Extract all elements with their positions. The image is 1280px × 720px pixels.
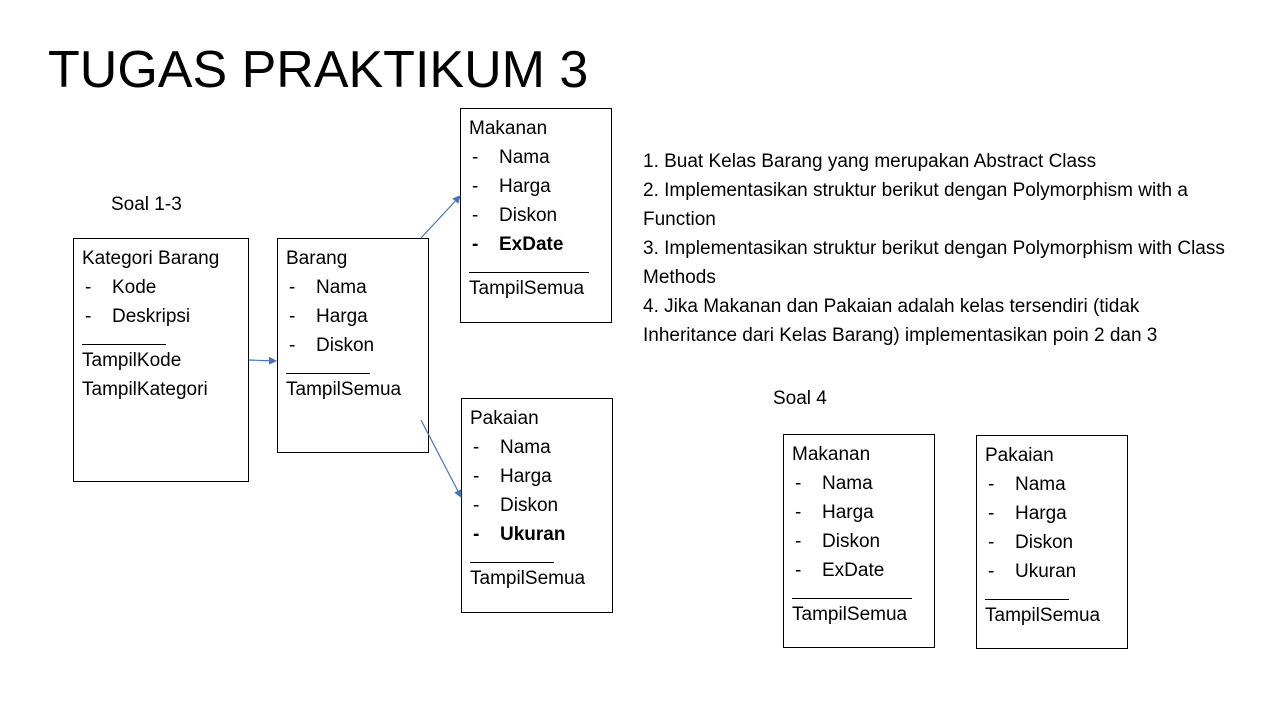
attribute-item: Kode bbox=[82, 273, 240, 302]
separator-line bbox=[470, 562, 554, 563]
class-box-makanan-standalone: Makanan Nama Harga Diskon ExDate TampilS… bbox=[783, 434, 935, 648]
soal-4-label: Soal 4 bbox=[773, 388, 827, 409]
attribute-list: Kode Deskripsi bbox=[82, 273, 240, 331]
attribute-item: Diskon bbox=[286, 331, 420, 360]
separator-line bbox=[286, 373, 370, 374]
method-item: TampilSemua bbox=[470, 568, 586, 589]
attribute-item: Diskon bbox=[469, 201, 603, 230]
method-item: TampilKode bbox=[82, 350, 182, 371]
arrow-barang-to-makanan bbox=[420, 195, 461, 239]
separator-line bbox=[985, 599, 1069, 600]
instruction-item: 2. Implementasikan struktur berikut deng… bbox=[643, 180, 1188, 230]
class-name: Makanan bbox=[469, 118, 548, 139]
attribute-item: Nama bbox=[286, 273, 420, 302]
attribute-list: Nama Harga Diskon ExDate bbox=[792, 469, 926, 585]
page-title: TUGAS PRAKTIKUM 3 bbox=[48, 41, 589, 99]
attribute-item: Harga bbox=[470, 462, 604, 491]
arrow-barang-to-pakaian bbox=[420, 419, 462, 498]
instruction-item: 4. Jika Makanan dan Pakaian adalah kelas… bbox=[643, 296, 1158, 346]
class-box-pakaian: Pakaian Nama Harga Diskon Ukuran TampilS… bbox=[461, 398, 613, 613]
attribute-item: ExDate bbox=[792, 556, 926, 585]
arrow-kategori-to-barang bbox=[248, 356, 277, 365]
class-box-makanan: Makanan Nama Harga Diskon ExDate TampilS… bbox=[460, 108, 612, 323]
attribute-item: ExDate bbox=[469, 230, 603, 259]
method-item: TampilSemua bbox=[985, 605, 1101, 626]
attribute-item: Nama bbox=[985, 470, 1119, 499]
attribute-item: Diskon bbox=[792, 527, 926, 556]
attribute-item: Diskon bbox=[985, 528, 1119, 557]
separator-line bbox=[82, 344, 166, 345]
attribute-item: Nama bbox=[469, 143, 603, 172]
class-name: Pakaian bbox=[985, 445, 1054, 466]
attribute-item: Harga bbox=[792, 498, 926, 527]
method-item: TampilKategori bbox=[82, 379, 208, 400]
attribute-list: Nama Harga Diskon ExDate bbox=[469, 143, 603, 259]
method-item: TampilSemua bbox=[286, 379, 402, 400]
attribute-item: Diskon bbox=[470, 491, 604, 520]
attribute-item: Nama bbox=[470, 433, 604, 462]
method-item: TampilSemua bbox=[792, 604, 908, 625]
soal-1-3-label: Soal 1-3 bbox=[111, 194, 182, 215]
class-name: Makanan bbox=[792, 444, 871, 465]
class-box-pakaian-standalone: Pakaian Nama Harga Diskon Ukuran TampilS… bbox=[976, 435, 1128, 649]
attribute-list: Nama Harga Diskon Ukuran bbox=[985, 470, 1119, 586]
attribute-item: Harga bbox=[469, 172, 603, 201]
attribute-item: Ukuran bbox=[470, 520, 604, 549]
instructions-list: 1. Buat Kelas Barang yang merupakan Abst… bbox=[643, 147, 1233, 350]
separator-line bbox=[469, 272, 589, 273]
class-box-kategori-barang: Kategori Barang Kode Deskripsi TampilKod… bbox=[73, 238, 249, 482]
instruction-item: 1. Buat Kelas Barang yang merupakan Abst… bbox=[643, 151, 1097, 172]
class-name: Pakaian bbox=[470, 408, 539, 429]
attribute-item: Deskripsi bbox=[82, 302, 240, 331]
attribute-item: Nama bbox=[792, 469, 926, 498]
class-name: Barang bbox=[286, 248, 348, 269]
attribute-item: Harga bbox=[286, 302, 420, 331]
separator-line bbox=[792, 598, 912, 599]
attribute-list: Nama Harga Diskon bbox=[286, 273, 420, 360]
attribute-list: Nama Harga Diskon Ukuran bbox=[470, 433, 604, 549]
instruction-item: 3. Implementasikan struktur berikut deng… bbox=[643, 238, 1225, 288]
method-item: TampilSemua bbox=[469, 278, 585, 299]
class-box-barang: Barang Nama Harga Diskon TampilSemua bbox=[277, 238, 429, 453]
attribute-item: Harga bbox=[985, 499, 1119, 528]
attribute-item: Ukuran bbox=[985, 557, 1119, 586]
class-name: Kategori Barang bbox=[82, 248, 220, 269]
